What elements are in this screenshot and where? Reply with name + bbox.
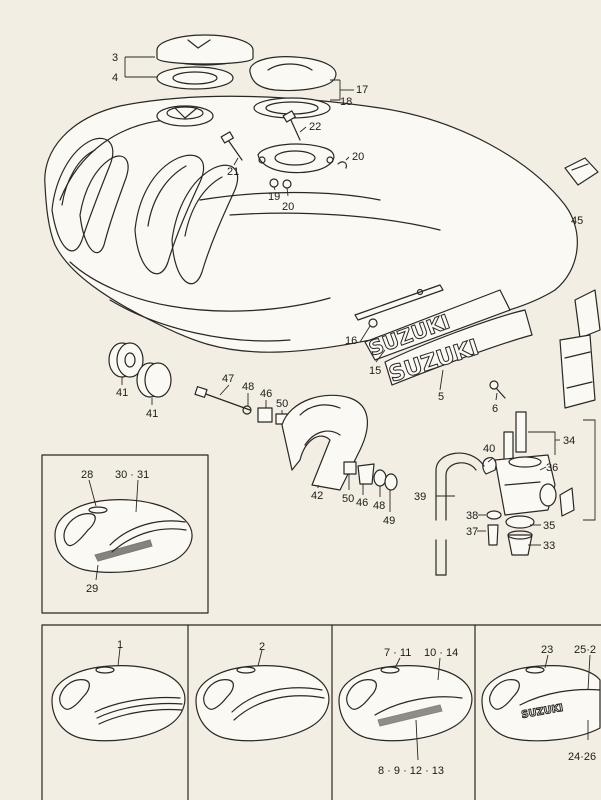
callout-22: 22 [309,121,321,133]
variant-3-bottom-label: 8 · 9 · 12 · 13 [378,765,444,777]
fuel-tank-main [44,95,578,353]
callout-21: 21 [227,166,239,178]
callout-45: 45 [571,215,583,227]
variant-4-tank: SUZUKI 23 25·2 24·26 [481,644,601,763]
variant-4-bottom-label: 24·26 [568,751,596,763]
inset-callout-30-31: 30 · 31 [115,469,149,481]
variant-1-tank: 1 [51,639,186,742]
callout-48-lower: 48 [373,500,385,512]
variant-3-top2-label: 10 · 14 [424,647,458,659]
variant-1-label: 1 [117,639,123,651]
callout-17: 17 [356,84,368,96]
variant-4-top-label: 23 [541,644,553,656]
callout-46-lower: 46 [356,497,368,509]
callout-5: 5 [438,391,444,403]
callout-18: 18 [340,96,352,108]
callout-33: 33 [543,540,555,552]
inset-callout-28: 28 [81,469,93,481]
callout-15: 15 [369,365,381,377]
callout-3: 3 [112,52,118,64]
callout-36: 36 [546,462,558,474]
variant-3-tank: 7 · 11 10 · 14 8 · 9 · 12 · 13 [338,647,473,777]
callout-38: 38 [466,510,478,522]
callout-20-lower: 20 [282,201,294,213]
callout-4: 4 [112,72,118,84]
rubber-cushions [108,342,172,398]
callout-41-left: 41 [116,387,128,399]
variant-3-top-label: 7 · 11 [384,647,411,659]
callout-37: 37 [466,526,478,538]
callout-6: 6 [492,403,498,415]
mount-parts [194,386,398,491]
callout-47: 47 [222,373,234,385]
variant-2-tank: 2 [195,641,330,742]
inset-callout-29: 29 [86,583,98,595]
variant-2-label: 2 [259,641,265,653]
callout-46-upper: 46 [260,388,272,400]
callout-42: 42 [311,490,323,502]
callout-19: 19 [268,191,280,203]
callout-numbers: 3 4 17 18 22 21 20 19 20 45 16 15 5 6 41… [112,52,583,552]
leader-lines [121,56,547,546]
variant-strip: 1 2 7 · 11 10 · 14 8 · 9 · 12 · 13 [41,624,601,800]
callout-50-upper: 50 [276,398,288,410]
callout-16: 16 [345,335,357,347]
callout-20-upper: 20 [352,151,364,163]
filler-cap-assembly [156,34,254,90]
callout-40: 40 [483,443,495,455]
callout-49: 49 [383,515,395,527]
callout-48-upper: 48 [242,381,254,393]
variant-4-top2-label: 25·2 [574,644,596,656]
callout-41-right: 41 [146,408,158,420]
callout-34: 34 [563,435,575,447]
cap-gasket-parts [249,56,337,119]
inset-tank-variant: 28 30 · 31 29 [41,454,209,614]
callout-39: 39 [414,491,426,503]
callout-50-lower: 50 [342,493,354,505]
fuel-cock-assembly [435,411,596,576]
tank-strap [559,157,601,409]
callout-35: 35 [543,520,555,532]
